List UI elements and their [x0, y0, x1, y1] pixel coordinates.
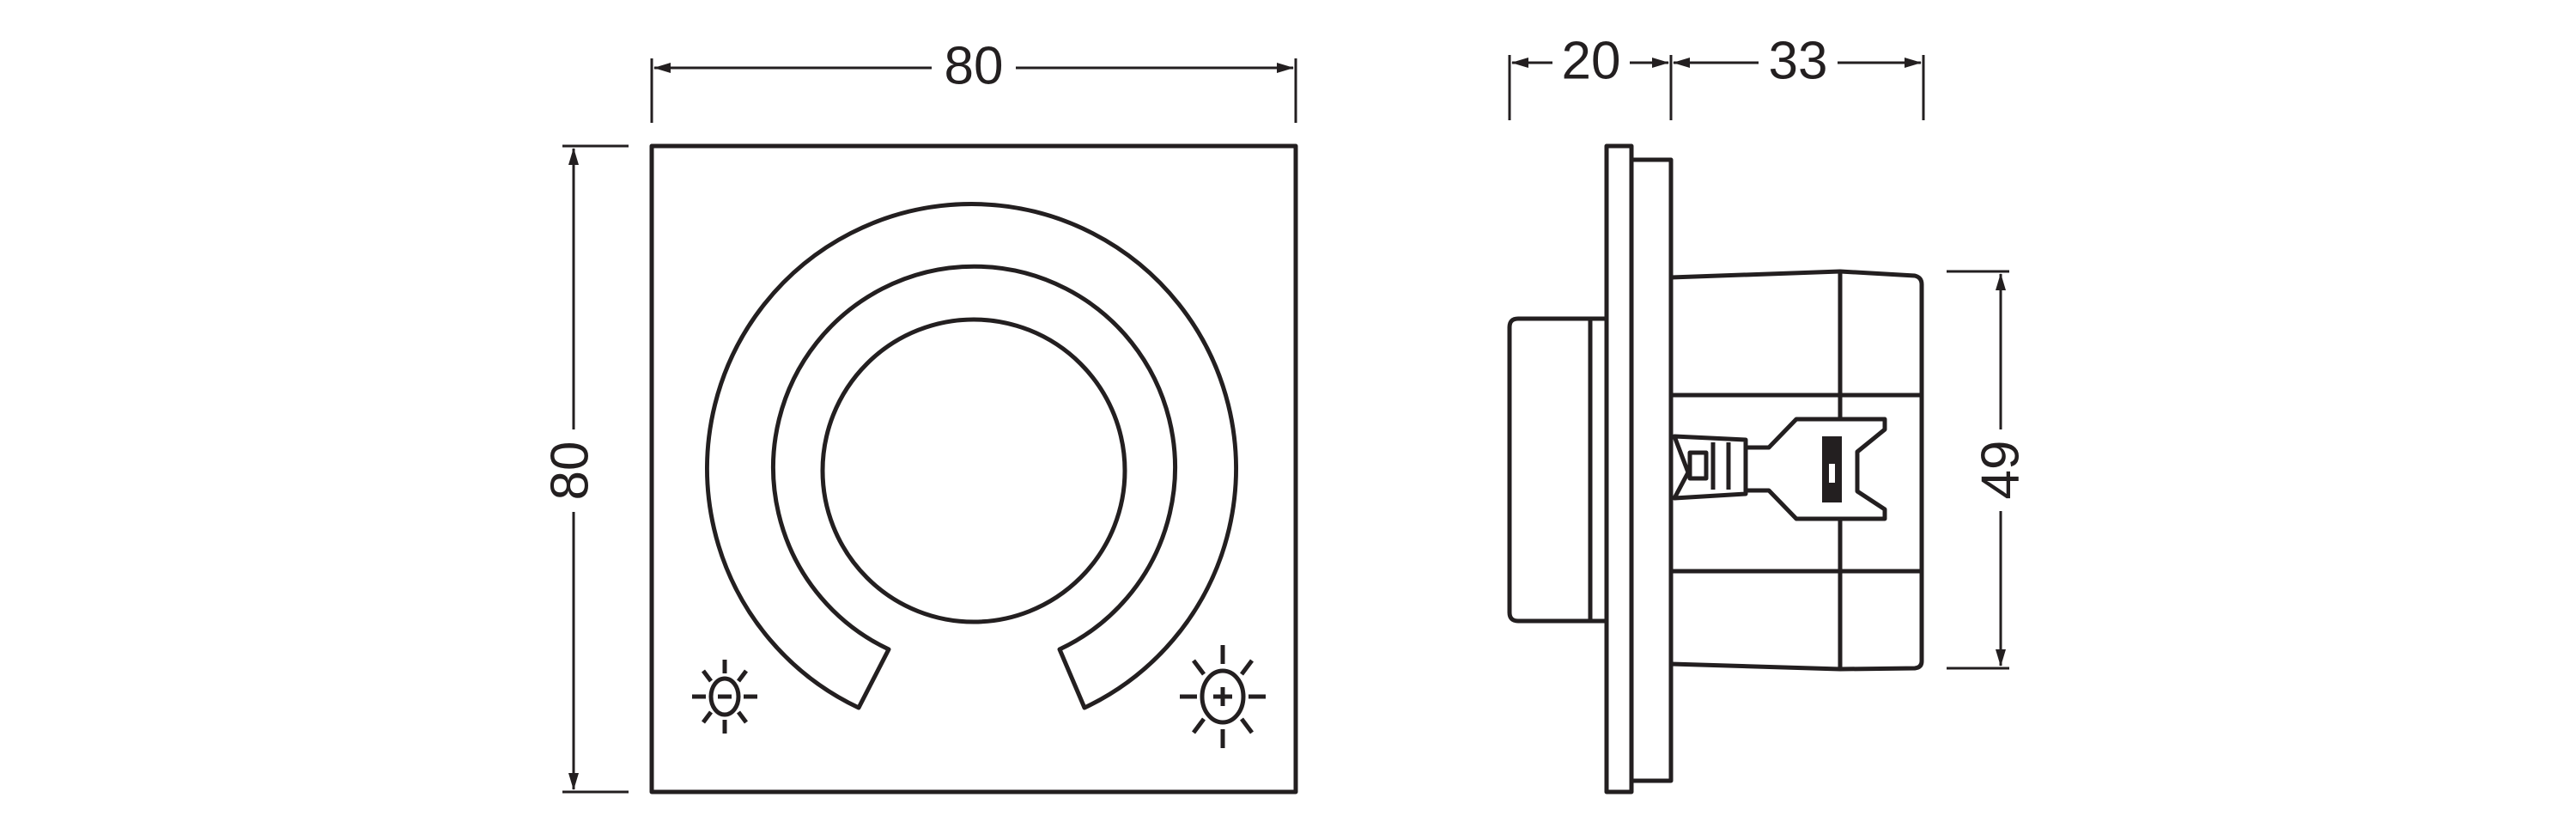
knob-depth-label: 20	[1562, 31, 1621, 90]
terminal-connector	[1672, 417, 1887, 521]
housing-side	[1670, 269, 1924, 672]
cover-plate-side	[1604, 143, 1634, 795]
knob-depth-dimension: 20	[1508, 31, 1673, 120]
body-height-label: 49	[1971, 441, 2030, 500]
body-depth-label: 33	[1769, 31, 1828, 90]
dimmer-knob	[820, 317, 1127, 624]
body-height-dimension: 49	[1947, 270, 2030, 670]
front-height-dimension: 80	[540, 144, 629, 794]
front-plate	[649, 143, 1298, 795]
side-view: 20 33 49	[1507, 31, 2030, 795]
dimmer-ring	[705, 201, 1238, 710]
frame-side	[1629, 157, 1674, 783]
front-view: 80 80	[540, 36, 1298, 795]
front-width-label: 80	[945, 36, 1004, 95]
knob-side	[1507, 316, 1605, 624]
brightness-up-icon	[1180, 645, 1266, 748]
front-width-dimension: 80	[650, 36, 1297, 123]
front-height-label: 80	[540, 441, 599, 501]
brightness-down-icon	[692, 660, 757, 734]
body-depth-dimension: 33	[1673, 31, 1925, 120]
